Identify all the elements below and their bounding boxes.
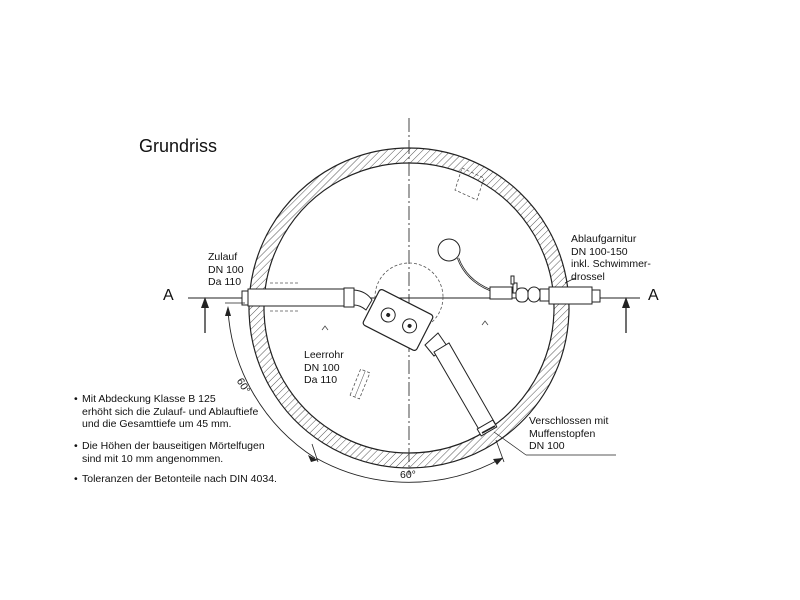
radial-line-left <box>311 443 319 463</box>
drawing-title: Grundriss <box>139 136 218 156</box>
inlet-pipe <box>241 287 373 311</box>
diagonal-pipe <box>424 332 498 437</box>
leader-ablauf <box>564 277 576 284</box>
note-1: • Mit Abdeckung Klasse B 125 erhöht sich… <box>74 393 259 430</box>
leader-verschlossen-diag <box>493 431 527 456</box>
section-label-left: A <box>163 287 174 304</box>
note-2: • Die Höhen der bauseitigen Mörtelfugen … <box>74 440 265 465</box>
junction-box <box>362 288 434 352</box>
bullet-icon: • <box>74 393 78 405</box>
leerrohr-stub <box>349 368 371 400</box>
dimension-arc-bottom <box>315 457 503 483</box>
bullet-icon: • <box>74 473 78 485</box>
arc-arrow-left-bottom <box>308 455 318 462</box>
arc-arrow-left-top <box>225 306 231 316</box>
section-label-right: A <box>648 287 659 304</box>
shaft-wall <box>248 147 570 469</box>
section-arrow-right <box>622 297 630 333</box>
section-arrow-left <box>201 297 209 333</box>
arc-arrow-bottom-right <box>493 458 503 465</box>
angle-label-bottom: 60° <box>400 469 416 481</box>
label-verschlossen: Verschlossen mit Muffenstopfen DN 100 <box>529 415 609 452</box>
outlet-assembly <box>437 238 601 305</box>
radial-line-right <box>495 439 505 463</box>
dimension-arc-left <box>227 309 316 459</box>
label-leerrohr: Leerrohr DN 100 Da 110 <box>304 349 344 386</box>
flow-mark-1 <box>321 325 329 331</box>
label-zulauf: Zulauf DN 100 Da 110 <box>208 251 244 288</box>
flow-mark-2 <box>481 320 489 326</box>
hidden-square <box>454 167 485 201</box>
note-3: • Toleranzen der Betonteile nach DIN 403… <box>74 473 277 485</box>
bullet-icon: • <box>74 440 78 452</box>
hidden-opening <box>374 262 444 332</box>
label-ablaufgarnitur: Ablaufgarnitur DN 100-150 inkl. Schwimme… <box>571 233 651 283</box>
